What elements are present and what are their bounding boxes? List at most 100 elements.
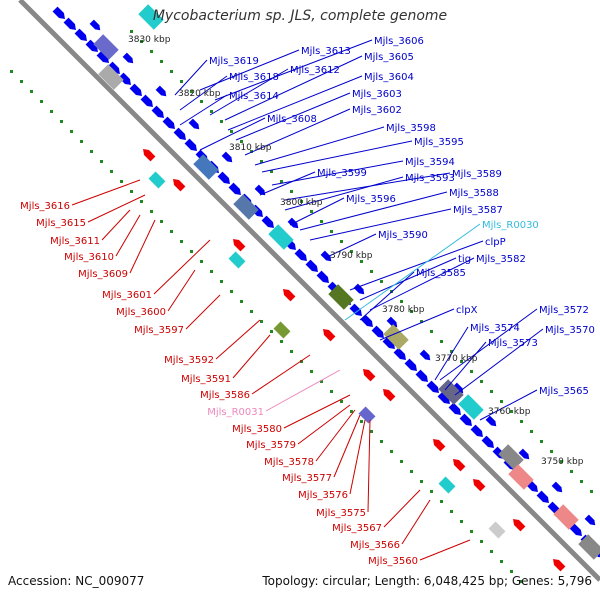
ruler-dot [190,250,193,253]
ruler-dot [290,190,293,193]
ruler-dot [300,360,303,363]
gene-arrow [584,514,596,526]
ruler-dot [470,370,473,373]
ruler-dot [30,90,33,93]
gene-arrow [353,283,365,295]
leader-line [185,294,221,330]
gene-arrow [551,481,563,493]
ruler-dot [150,210,153,213]
gene-arrow [122,52,134,64]
leader-line [259,171,316,196]
label-leader-lines [71,39,544,561]
ruler-dot [10,70,13,73]
ruler-dot [410,310,413,313]
gene-arrow [188,118,200,130]
ruler-dot [540,440,543,443]
region-block [358,406,376,424]
gene-arrow [404,358,417,371]
gene-arrow [63,17,76,30]
region-block [488,521,506,539]
ruler-dot [370,430,373,433]
ruler-dot [120,180,123,183]
ruler-dot [170,230,173,233]
gene-arrow [96,50,109,63]
ruler-dot [190,90,193,93]
region-block [268,224,294,250]
region-block [553,504,579,530]
ruler-dot [440,340,443,343]
ruler-dot [90,150,93,153]
gene-features [52,4,600,572]
ruler-dot [490,550,493,553]
leader-line [244,108,351,156]
scale-label: 3760 kbp [488,407,531,417]
leader-line [297,404,351,445]
leader-line [479,389,538,421]
scale-label: 3830 kbp [128,35,171,45]
scale-label: 3770 kbp [435,354,478,364]
gene-label-reverse: Mjls_3597 [134,325,184,336]
ruler-dot [360,420,363,423]
leader-line [71,179,141,206]
gene-arrow [316,270,329,283]
region-block [233,194,259,220]
leader-line [454,328,544,396]
gene-label-forward: Mjls_3598 [386,123,436,134]
gene-arrow [261,215,274,228]
gene-label-rna-reverse: Mjls_R0031 [207,407,264,418]
leader-line [224,55,363,121]
ruler-dot [60,120,63,123]
ruler-dot [420,320,423,323]
gene-arrow [360,314,373,327]
leader-line [299,191,448,231]
gene-arrow [426,380,439,393]
gene-arrow [386,316,398,328]
leader-line [235,92,351,141]
leader-line [349,240,484,291]
gene-arrow [89,19,101,31]
leader-line [315,409,356,462]
gene-label-reverse: Mjls_3576 [298,490,348,501]
leader-line [261,140,413,173]
gene-label-reverse: Mjls_3580 [232,424,282,435]
ruler-dot [130,190,133,193]
ruler-dot [180,80,183,83]
gene-arrow [448,402,461,415]
ruler-dot [510,570,513,573]
ruler-dot [230,290,233,293]
leader-line [333,414,361,478]
ruler-dot [270,170,273,173]
ruler-dot [590,490,593,493]
gene-label-forward: Mjls_3590 [378,230,428,241]
gene-label-reverse: Mjls_3566 [350,540,400,551]
region-block [273,321,291,339]
ruler-dot [140,40,143,43]
gene-arrow [363,369,376,382]
gene-arrow [513,519,526,532]
region-block [578,534,600,560]
ruler-dot [250,150,253,153]
ruler-dot [100,160,103,163]
gene-arrow [221,151,233,163]
region-block [458,394,484,420]
ruler-dot [220,120,223,123]
ruler-dot [210,270,213,273]
gene-arrow [320,250,332,262]
gene-arrow [143,149,156,162]
leader-line [167,269,196,312]
gene-arrow [233,239,246,252]
ruler-dot [200,100,203,103]
leader-line [439,308,538,381]
region-block [438,476,456,494]
ruler-dot [110,170,113,173]
scale-label: 3800 kbp [280,198,323,208]
leader-line [101,209,131,241]
leader-line [401,499,431,545]
ruler-dot [340,400,343,403]
ruler-dot [450,350,453,353]
scale-label: 3780 kbp [382,305,425,315]
ruler-dot [140,200,143,203]
ruler-dots [10,30,593,583]
gene-label-reverse: Mjls_3575 [316,508,366,519]
